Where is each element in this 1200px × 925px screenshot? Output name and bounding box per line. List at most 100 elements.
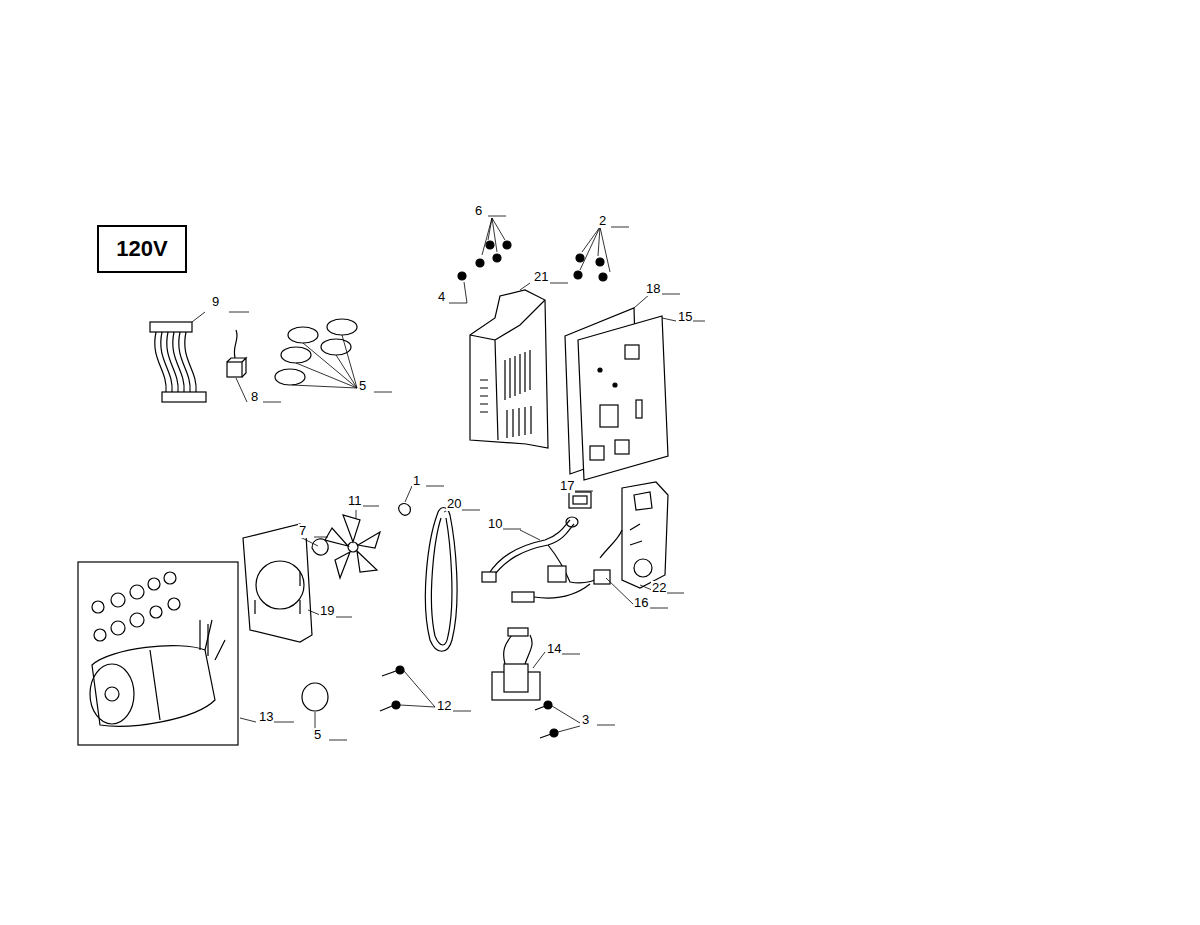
callout-number: 8	[250, 390, 259, 404]
drawing-part	[396, 666, 404, 674]
drawing-part	[470, 300, 545, 440]
drawing-part	[431, 518, 452, 645]
drawing-part	[486, 241, 494, 249]
callout-number: 5	[358, 379, 367, 393]
drawing-part	[94, 629, 106, 641]
drawing-part	[78, 562, 238, 745]
callout-number: 4	[437, 290, 446, 304]
callout-number: 6	[474, 204, 483, 218]
drawing-part	[634, 294, 680, 308]
callout-number: 17	[559, 479, 575, 493]
drawing-part	[150, 606, 162, 618]
drawing-part	[566, 517, 578, 527]
ribbon-cable	[150, 322, 206, 402]
callout-number: 3	[581, 713, 590, 727]
drawing-part	[503, 241, 511, 249]
drawing-part	[574, 271, 582, 279]
drawing-part	[288, 327, 318, 343]
drawing-part	[600, 405, 618, 427]
drawing-part	[503, 529, 540, 540]
drawing-part	[508, 628, 528, 636]
voltage-label: 120V	[116, 236, 167, 262]
drawing-part	[130, 585, 144, 599]
callout-number: 15	[677, 310, 693, 324]
drawing-part	[227, 362, 242, 377]
drawing-part	[130, 613, 144, 627]
drawing-part	[425, 508, 457, 652]
drawing-part	[482, 572, 496, 582]
drawing-part	[573, 496, 587, 504]
drawing-part	[482, 216, 506, 255]
drawing-part	[505, 350, 531, 438]
drawing-part	[380, 671, 396, 711]
callout-number: 7	[298, 524, 307, 538]
drawing-part	[234, 330, 237, 358]
drawing-part	[405, 486, 444, 502]
drawing-part	[200, 620, 208, 656]
drawing-part	[575, 491, 593, 492]
drawing-part	[105, 687, 119, 701]
screws	[380, 666, 404, 711]
drawing-part	[615, 440, 629, 454]
drawing-part	[162, 392, 206, 402]
motor-assembly	[78, 562, 238, 745]
drawing-part	[155, 332, 196, 392]
drawing-part	[534, 530, 622, 598]
callout-number: 12	[436, 699, 452, 713]
drawing-part	[256, 561, 304, 609]
snap-ring	[302, 683, 328, 711]
drawing-part	[594, 570, 610, 584]
callout-number: 11	[347, 494, 363, 508]
drawing-part	[168, 598, 180, 610]
control-cover	[470, 290, 548, 448]
drawing-part	[599, 273, 607, 281]
callout-number: 14	[546, 642, 562, 656]
callout-number: 5	[313, 728, 322, 742]
mounting-bracket	[622, 482, 668, 588]
callout-number: 9	[211, 295, 220, 309]
belt	[425, 508, 457, 652]
drawing-part	[569, 492, 591, 508]
drawing-part	[150, 620, 225, 720]
drawing-part	[634, 492, 652, 510]
fan	[312, 504, 410, 578]
motor-plate	[243, 524, 312, 642]
drawing-part	[192, 312, 249, 322]
drawing-part	[243, 524, 312, 642]
wire-harness	[482, 517, 622, 602]
drawing-part	[392, 701, 400, 709]
callout-number: 18	[645, 282, 661, 296]
callout-number: 19	[319, 604, 335, 618]
drawing-part	[111, 593, 125, 607]
brush	[227, 330, 246, 377]
drawing-part	[493, 254, 501, 262]
callout-number: 1	[412, 474, 421, 488]
drawing-part	[312, 539, 328, 555]
drawing-part	[399, 504, 411, 516]
drawing-part	[634, 559, 652, 577]
drawing-part	[535, 705, 554, 738]
voltage-box: 120V	[97, 225, 187, 273]
switch	[569, 492, 591, 508]
drawing-part	[111, 621, 125, 635]
callout-number: 16	[633, 596, 649, 610]
callout-number: 20	[446, 497, 462, 511]
drawing-part	[292, 335, 392, 392]
drawing-part	[300, 537, 328, 546]
drawing-part	[504, 664, 528, 692]
snap-rings	[275, 319, 357, 385]
circuit-boards	[565, 308, 668, 480]
drawing-part	[281, 347, 311, 363]
drawing-part	[520, 283, 568, 290]
drawing-part	[458, 272, 466, 280]
drawing-part	[548, 566, 566, 582]
drawing-part	[590, 446, 604, 460]
drawing-part	[327, 319, 357, 335]
drawing-part	[630, 524, 642, 545]
drawing-part	[325, 515, 380, 578]
drawing-part	[625, 345, 639, 359]
drawing-part	[92, 646, 215, 727]
drawing-part	[598, 368, 602, 372]
callout-number: 21	[533, 270, 549, 284]
drawing-part	[636, 400, 642, 418]
